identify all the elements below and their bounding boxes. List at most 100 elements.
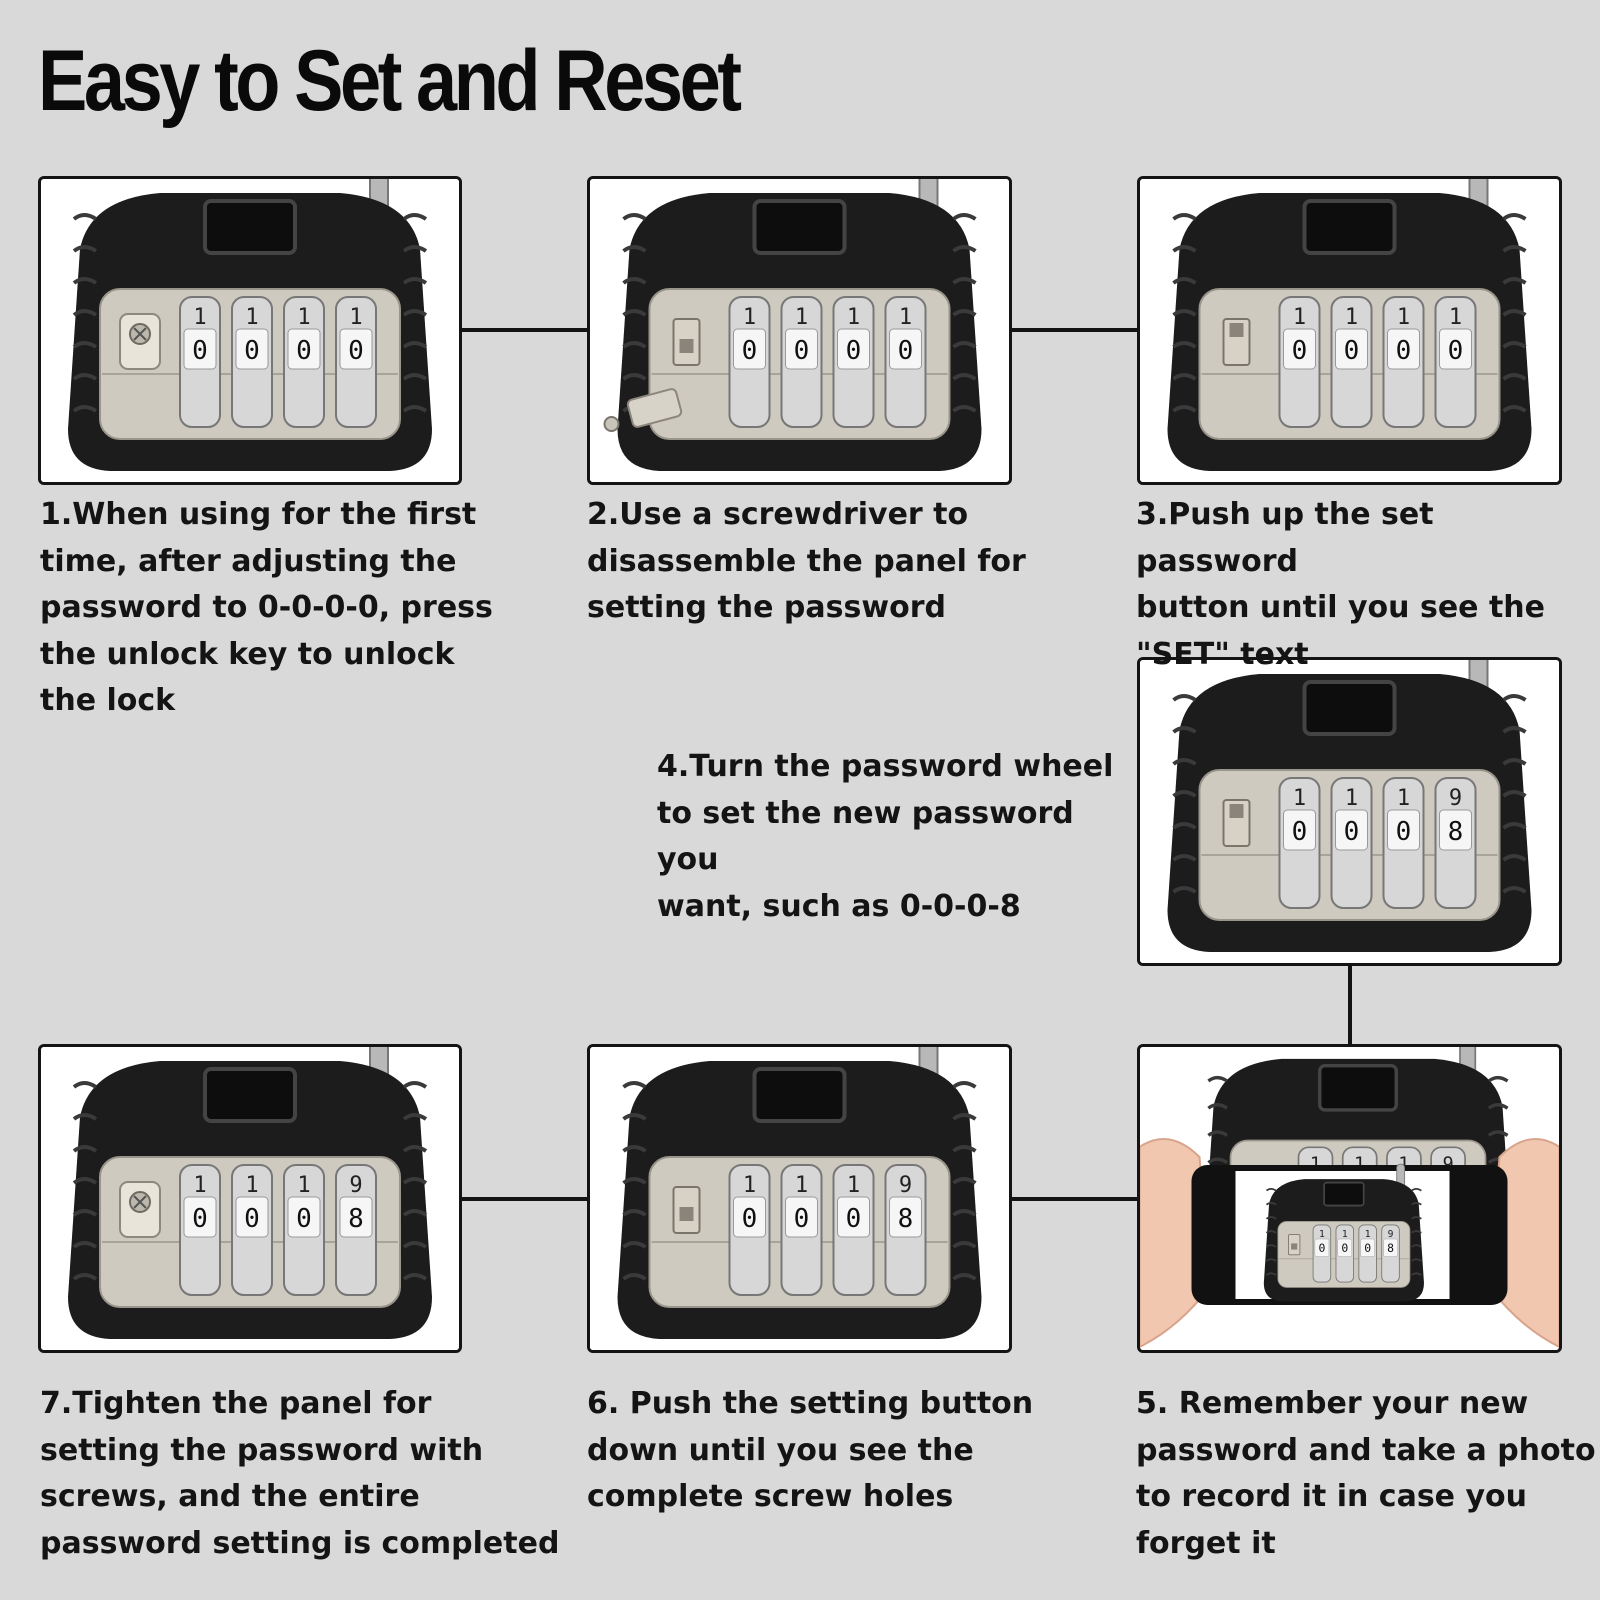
top-window [203, 1067, 297, 1123]
dial-digit-mid: 0 [898, 336, 914, 366]
dial-wheel: 98 [1381, 1224, 1400, 1283]
connector-2-3 [1010, 328, 1138, 332]
dial-digit-top: 1 [795, 305, 808, 330]
dial-digit-top: 1 [193, 1173, 206, 1198]
dial-digit-mid: 0 [1341, 1241, 1348, 1255]
dial-wheel: 10 [1358, 1224, 1377, 1283]
dial-digit-top: 1 [1293, 786, 1306, 811]
dial-digit-top: 9 [1442, 1154, 1453, 1175]
dial-digit-top: 9 [349, 1173, 362, 1198]
dial-wheel: 10 [335, 296, 377, 428]
dial-digit-mid: 0 [1364, 1241, 1371, 1255]
top-window [1302, 199, 1397, 255]
dial-digit-mid: 0 [1344, 817, 1360, 847]
dial-wheel: 10 [231, 1164, 273, 1296]
dial-digit-top: 1 [899, 305, 912, 330]
dial-wheel: 10 [179, 296, 221, 428]
dial-digit-mid: 0 [192, 1204, 208, 1234]
page-title: Easy to Set and Reset [38, 33, 742, 129]
dial-wheel: 98 [335, 1164, 377, 1296]
dial-wheel: 10 [780, 1164, 823, 1296]
screw-icon [603, 416, 620, 432]
dial-digit-mid: 0 [1292, 817, 1308, 847]
dial-wheel: 10 [884, 296, 927, 428]
dial-digit-top: 1 [1342, 1229, 1348, 1240]
removed-panel [626, 388, 683, 428]
dial-digit-mid: 0 [846, 336, 862, 366]
dial-digit-mid: 0 [296, 336, 312, 366]
dial-digit-top: 1 [297, 305, 310, 330]
set-slider [1229, 323, 1244, 337]
dial-digit-top: 9 [899, 1173, 912, 1198]
dial-digit-top: 1 [1310, 1154, 1321, 1175]
connector-4-5 [1348, 964, 1352, 1046]
connector-5-6 [1010, 1197, 1138, 1201]
dial-digit-top: 1 [245, 305, 258, 330]
top-window [752, 199, 847, 255]
dial-wheel: 10 [1335, 1224, 1355, 1283]
top-window [1323, 1181, 1365, 1207]
top-window [1318, 1064, 1398, 1112]
dial-digit-top: 1 [1319, 1229, 1325, 1240]
set-slider [679, 1207, 694, 1221]
dial-digit-mid: 8 [348, 1204, 364, 1234]
dial-digit-top: 1 [1354, 1154, 1365, 1175]
dial-digit-mid: 0 [1396, 336, 1412, 366]
dial-digit-top: 1 [1397, 786, 1410, 811]
dial-digit-mid: 0 [846, 1204, 862, 1234]
dial-wheel: 10 [1382, 296, 1425, 428]
dial-digit-mid: 0 [794, 336, 810, 366]
dial-digit-top: 1 [193, 305, 206, 330]
dial-wheel: 10 [728, 1164, 771, 1296]
step-5-text: 5. Remember your new password and take a… [1136, 1386, 1596, 1561]
dial-digit-top: 1 [349, 305, 362, 330]
dial-digit-top: 1 [1365, 1229, 1371, 1240]
step-4-text: 4.Turn the password wheel to set the new… [657, 749, 1114, 924]
dial-wheel: 10 [832, 296, 875, 428]
dial-digit-mid: 0 [1292, 336, 1308, 366]
dial-wheel: 98 [884, 1164, 927, 1296]
dial-digit-top: 1 [1293, 305, 1306, 330]
dial-digit-top: 1 [847, 305, 860, 330]
dial-digit-top: 1 [743, 1173, 756, 1198]
dial-digit-top: 1 [1345, 305, 1358, 330]
dial-digit-mid: 0 [742, 1204, 758, 1234]
dial-digit-mid: 0 [244, 1204, 260, 1234]
dial-digit-top: 9 [1449, 786, 1462, 811]
dial-digit-mid: 0 [296, 1204, 312, 1234]
top-window [1302, 680, 1397, 736]
connector-6-7 [460, 1197, 588, 1201]
dial-digit-top: 1 [1449, 305, 1462, 330]
step-1-text: 1.When using for the first time, after a… [40, 497, 493, 718]
dial-digit-top: 1 [245, 1173, 258, 1198]
dial-wheel: 10 [231, 296, 273, 428]
top-window [752, 1067, 847, 1123]
step-6-text: 6. Push the setting button down until yo… [587, 1386, 1034, 1514]
dial-digit-mid: 0 [742, 336, 758, 366]
dial-digit-mid: 0 [1344, 336, 1360, 366]
dial-digit-mid: 8 [898, 1204, 914, 1234]
dial-wheel: 10 [832, 1164, 875, 1296]
dial-digit-top: 1 [743, 305, 756, 330]
set-slider [679, 339, 694, 353]
step-7-text: 7.Tighten the panel for setting the pass… [40, 1386, 560, 1561]
top-window [203, 199, 297, 255]
dial-wheel: 10 [1312, 1224, 1332, 1283]
set-slider [1291, 1243, 1298, 1250]
dial-digit-mid: 0 [1396, 817, 1412, 847]
dial-wheel: 10 [1330, 296, 1373, 428]
dial-digit-mid: 0 [1318, 1241, 1325, 1255]
